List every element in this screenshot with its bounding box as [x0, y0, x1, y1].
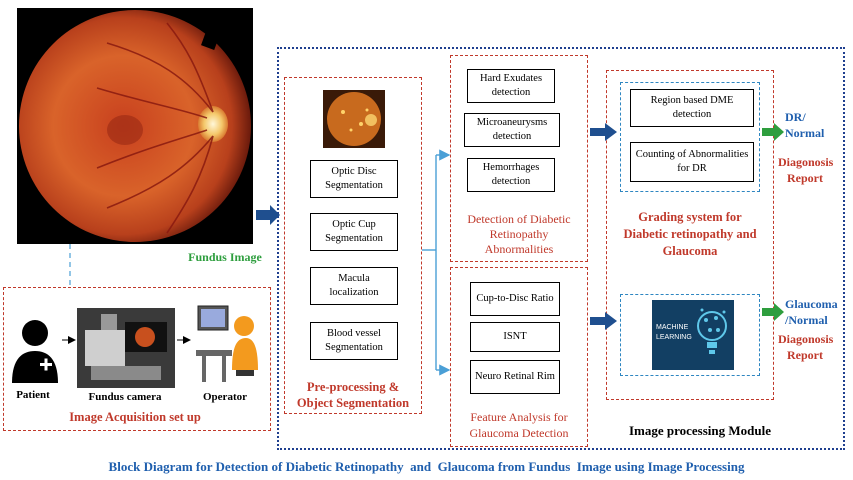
- ml-label-line1: MACHINE: [656, 324, 689, 331]
- figure-caption: Block Diagram for Detection of Diabetic …: [108, 459, 745, 474]
- fundus-camera-label: Fundus camera: [88, 391, 162, 403]
- glaucoma-output-line2: /Normal: [785, 313, 828, 327]
- glaucoma-feature-panel: [450, 267, 588, 447]
- grading-title-line2: Diabetic retinopathy and: [623, 227, 757, 241]
- preprocessing-title-line2: Object Segmentation: [296, 396, 410, 410]
- optic-cup-segmentation-box: Optic Cup Segmentation: [310, 213, 398, 251]
- fundus-image-caption: Fundus Image: [188, 250, 262, 264]
- glaucoma-feature-title-line2: Glaucoma Detection: [469, 426, 569, 440]
- macula-localization-box: Macula localization: [310, 267, 398, 305]
- grading-system-panel: [606, 70, 774, 400]
- dr-detection-title-line3: Abnormalities: [484, 242, 554, 256]
- image-acquisition-panel: [3, 287, 271, 431]
- ml-grading-group: [620, 294, 760, 376]
- optic-disc-segmentation-box: Optic Disc Segmentation: [310, 160, 398, 198]
- fundus-image: [17, 8, 253, 244]
- image-processing-module: [277, 47, 845, 450]
- neuro-retinal-rim-box: Neuro Retinal Rim: [470, 360, 560, 394]
- patient-icon: [10, 315, 60, 385]
- fundus-camera-photo: [77, 308, 175, 388]
- report2-line1: Diagonosis: [778, 332, 834, 346]
- cup-to-disc-ratio-box: Cup-to-Disc Ratio: [470, 282, 560, 316]
- counting-abnormalities-box: Counting of Abnormalities for DR: [630, 142, 754, 182]
- image-processing-module-title: Image processing Module: [628, 423, 772, 438]
- region-based-dme-box: Region based DME detection: [630, 89, 754, 127]
- dr-grading-group: [620, 82, 760, 192]
- isnt-box: ISNT: [470, 322, 560, 352]
- dr-detection-panel: [450, 55, 588, 262]
- operator-icon: [192, 300, 262, 388]
- dr-detection-title-line1: Detection of Diabetic: [467, 212, 571, 226]
- report1-line1: Diagonosis: [778, 155, 834, 169]
- glaucoma-output-line1: Glaucoma: [785, 297, 838, 311]
- preprocessing-title-line1: Pre-processing &: [306, 380, 400, 394]
- preprocessing-panel: [284, 77, 422, 414]
- microaneurysms-box: Microaneurysms detection: [464, 113, 560, 147]
- patient-label: Patient: [16, 389, 50, 401]
- hard-exudates-box: Hard Exudates detection: [467, 69, 555, 103]
- blood-vessel-segmentation-box: Blood vessel Segmentation: [310, 322, 398, 360]
- preprocess-thumbnail: [323, 90, 385, 148]
- report2-line2: Report: [787, 348, 823, 362]
- hemorrhages-box: Hemorrhages detection: [467, 158, 555, 192]
- machine-learning-image: [652, 300, 734, 370]
- image-acquisition-title: Image Acquisition set up: [69, 410, 201, 424]
- report1-line2: Report: [787, 171, 823, 185]
- grading-title-line3: Glaucoma: [662, 244, 718, 258]
- glaucoma-feature-title-line1: Feature Analysis for: [470, 410, 568, 424]
- dr-output-line1: DR/: [785, 110, 806, 124]
- ml-label-line2: LEARNING: [656, 334, 692, 341]
- grading-title-line1: Grading system for: [638, 210, 742, 224]
- operator-label: Operator: [203, 391, 247, 403]
- dr-output-line2: Normal: [785, 126, 825, 140]
- dr-detection-title-line2: Retinopathy: [489, 227, 549, 241]
